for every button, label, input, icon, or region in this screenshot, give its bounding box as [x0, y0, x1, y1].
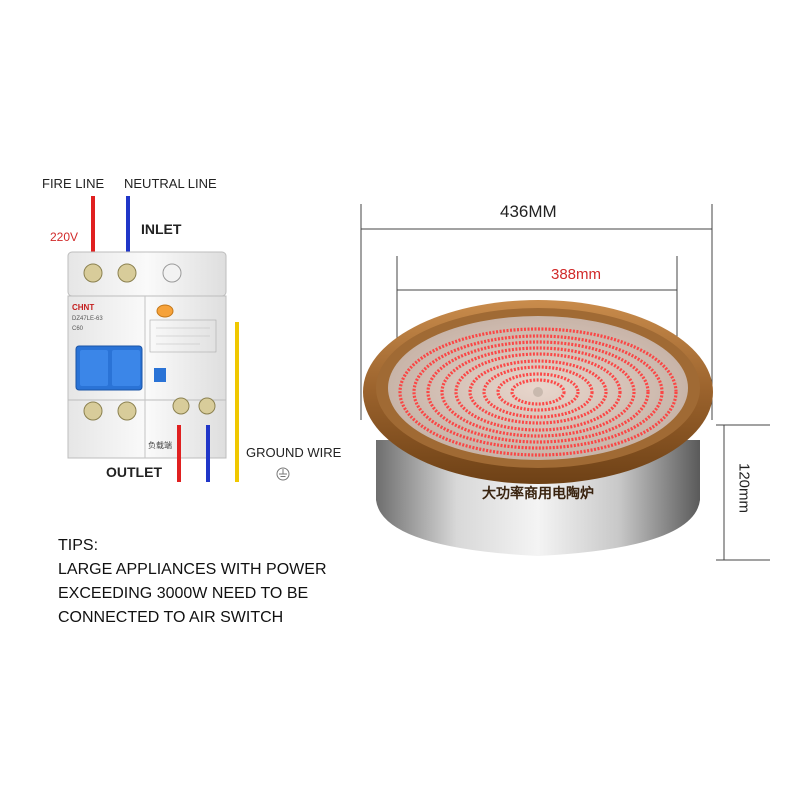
breaker-rating: C60 [72, 326, 84, 332]
stove-rim-text: 大功率商用电陶炉 [482, 485, 594, 501]
outlet-label: OUTLET [106, 464, 162, 480]
ground-wire-label: GROUND WIRE [246, 445, 342, 460]
tips-line-1: LARGE APPLIANCES WITH POWER [58, 561, 327, 578]
ceramic-stove: 大功率商用电陶炉 [363, 300, 713, 556]
breaker-brand: CHNT [72, 303, 94, 312]
inner-diameter-label: 388mm [551, 266, 602, 283]
ground-icon [276, 467, 290, 481]
air-switch-breaker: CHNT DZ47LE-63 C60 负载端 [67, 251, 227, 459]
tips-line-2: EXCEEDING 3000W NEED TO BE [58, 585, 309, 602]
height-dimension [716, 424, 770, 561]
outer-diameter-label: 436MM [500, 202, 557, 221]
height-label: 120mm [735, 462, 753, 514]
breaker-model: DZ47LE-63 [72, 316, 103, 322]
fire-line-label: FIRE LINE [42, 176, 105, 191]
inlet-label: INLET [141, 221, 182, 237]
breaker-side-label: 负载端 [148, 440, 172, 450]
tips-heading: TIPS: [58, 537, 99, 554]
tips-block: TIPS: LARGE APPLIANCES WITH POWER EXCEED… [58, 534, 378, 630]
tips-line-3: CONNECTED TO AIR SWITCH [58, 609, 284, 626]
voltage-label: 220V [50, 230, 79, 244]
neutral-line-label: NEUTRAL LINE [124, 176, 217, 191]
